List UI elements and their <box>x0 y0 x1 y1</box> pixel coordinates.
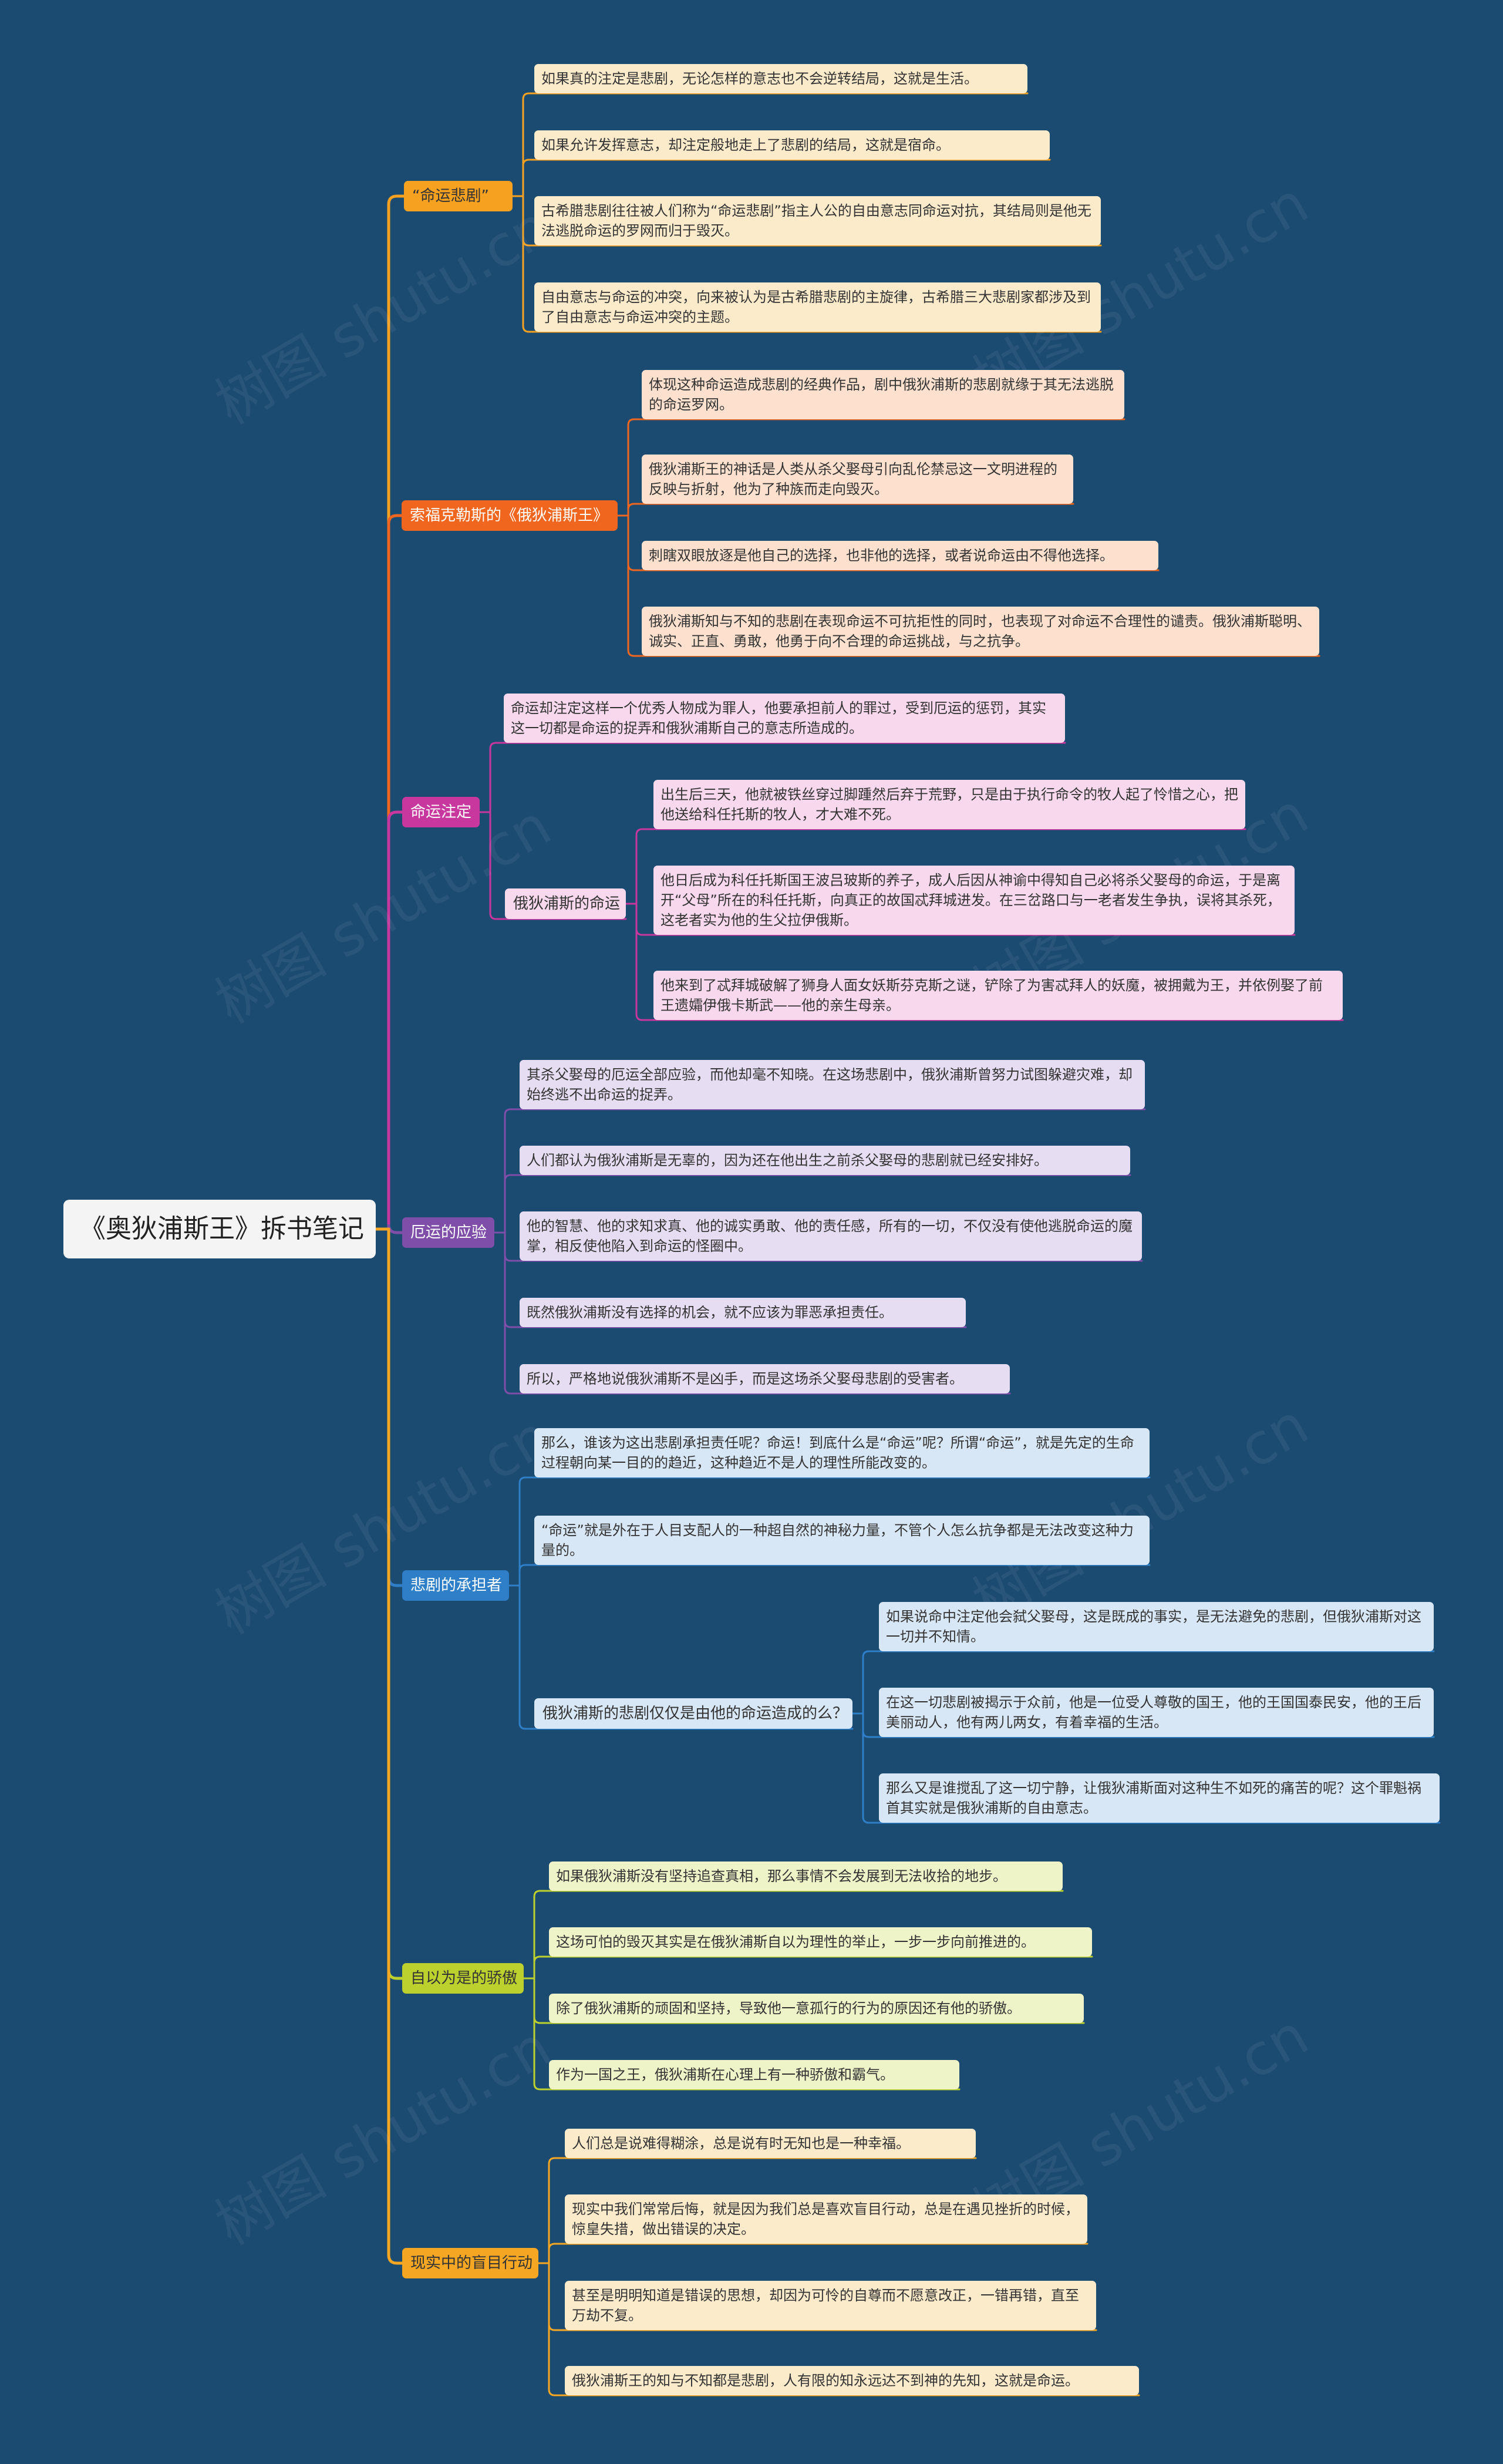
leaf-note[interactable]: 如果允许发挥意志，却注定般地走上了悲剧的结局，这就是宿命。 <box>534 130 1050 160</box>
leaf-note[interactable]: 俄狄浦斯知与不知的悲剧在表现命运不可抗拒性的同时，也表现了对命运不合理性的谴责。… <box>642 607 1319 656</box>
branch-topic[interactable]: 厄运的应验 <box>402 1217 494 1248</box>
leaf-note[interactable]: 除了俄狄浦斯的顽固和坚持，导致他一意孤行的行为的原因还有他的骄傲。 <box>549 1994 1084 2023</box>
connector-line <box>522 92 535 100</box>
connector-line <box>533 2016 550 2024</box>
connector-line <box>387 810 404 1231</box>
connector-line <box>522 238 535 247</box>
leaf-note[interactable]: 甚至是明明知道是错误的思想，却因为可怜的自尊而不愿意改正，一错再错，直至万劫不复… <box>565 2281 1096 2330</box>
connector-line <box>627 563 643 571</box>
connector-line <box>533 1955 550 1964</box>
leaf-note[interactable]: 所以，严格地说俄狄浦斯不是凶手，而是这场杀父娶母悲剧的受害者。 <box>520 1364 1010 1393</box>
connector-line <box>489 912 506 920</box>
leaf-note[interactable]: 在这一切悲剧被揭示于众前，他是一位受人尊敬的国王，他的王国国泰民安，他的王后美丽… <box>879 1688 1434 1737</box>
branch-topic[interactable]: “命运悲剧” <box>404 181 513 211</box>
connector-line <box>387 1224 404 1234</box>
leaf-note[interactable]: 这场可怕的毁灭其实是在俄狄浦斯自以为理性的举止，一步一步向前推进的。 <box>549 1927 1092 1957</box>
leaf-note[interactable]: 现实中我们常常后悔，就是因为我们总是喜欢盲目行动，总是在遇见挫折的时候，惊皇失措… <box>565 2194 1087 2244</box>
leaf-note[interactable]: 如果说命中注定他会弑父娶母，这是既成的事实，是无法避免的悲剧，但俄狄浦斯对这一切… <box>879 1602 1434 1651</box>
leaf-note[interactable]: 那么，谁该为这出悲剧承担责任呢？命运！到底什么是“命运”呢？所谓“命运”，就是先… <box>534 1428 1150 1477</box>
leaf-note[interactable]: 如果真的注定是悲剧，无论怎样的意志也不会逆转结局，这就是生活。 <box>534 64 1027 93</box>
branch-topic[interactable]: 悲剧的承担者 <box>402 1570 509 1601</box>
connector-line <box>627 649 643 657</box>
leaf-note[interactable]: 古希腊悲剧往往被人们称为“命运悲剧”指主人公的自由意志同命运对抗，其结局则是他无… <box>534 196 1101 245</box>
connector-line <box>635 928 655 936</box>
connector-line <box>548 2388 566 2396</box>
leaf-note[interactable]: 自由意志与命运的冲突，向来被认为是古希腊悲剧的主旋律，古希腊三大悲剧家都涉及到了… <box>534 282 1101 332</box>
leaf-note[interactable]: 作为一国之王，俄狄浦斯在心理上有一种骄傲和霸气。 <box>549 2060 959 2089</box>
connector-line <box>522 159 535 167</box>
connector-line <box>504 1320 521 1328</box>
connector-line <box>533 2082 550 2091</box>
leaf-note[interactable]: 俄狄浦斯王的知与不知都是悲剧，人有限的知永远达不到神的先知，这就是命运。 <box>565 2366 1139 2395</box>
connector-line <box>635 828 655 836</box>
connector-line <box>862 1730 880 1738</box>
leaf-note[interactable]: 既然俄狄浦斯没有选择的机会，就不应该为罪恶承担责任。 <box>520 1298 966 1327</box>
sub-topic[interactable]: 俄狄浦斯的悲剧仅仅是由他的命运造成的么？ <box>534 1698 852 1729</box>
leaf-note[interactable]: 人们总是说难得糊涂，总是说有时无知也是一种幸福。 <box>565 2129 976 2158</box>
leaf-note[interactable]: 体现这种命运造成悲剧的经典作品，剧中俄狄浦斯的悲剧就缘于其无法逃脱的命运罗网。 <box>642 370 1124 419</box>
branch-topic[interactable]: 索福克勒斯的《俄狄浦斯王》 <box>402 500 618 531</box>
connector-line <box>504 1254 521 1262</box>
leaf-note[interactable]: 他的智慧、他的求知求真、他的诚实勇敢、他的责任感，所有的一切，不仅没有使他逃脱命… <box>520 1211 1142 1261</box>
connector-line <box>387 1227 404 1980</box>
leaf-note[interactable]: 俄狄浦斯王的神话是人类从杀父娶母引向乱伦禁忌这一文明进程的反映与折射，他为了种族… <box>642 455 1073 504</box>
connector-line <box>504 1174 521 1182</box>
connector-line <box>548 2323 566 2331</box>
root-topic[interactable]: 《奥狄浦斯王》拆书笔记 <box>63 1200 376 1258</box>
connector-line <box>518 1722 535 1730</box>
leaf-note[interactable]: 他来到了忒拜城破解了狮身人面女妖斯芬克斯之谜，铲除了为害忒拜人的妖魔，被拥戴为王… <box>653 971 1343 1020</box>
connector-line <box>862 1650 880 1658</box>
leaf-note[interactable]: 他日后成为科任托斯国王波吕玻斯的养子，成人后因从神谕中得知自己必将杀父娶母的命运… <box>653 866 1295 935</box>
leaf-note[interactable]: 刺瞎双眼放逐是他自己的选择，也非他的选择，或者说命运由不得他选择。 <box>642 541 1158 570</box>
connector-line <box>548 2243 566 2251</box>
connector-line <box>862 1816 880 1824</box>
branch-topic[interactable]: 命运注定 <box>402 797 480 827</box>
connector-line <box>533 1890 550 1898</box>
leaf-note[interactable]: 如果俄狄浦斯没有坚持追查真相，那么事情不会发展到无法收拾的地步。 <box>549 1862 1063 1891</box>
connector-line <box>627 503 643 511</box>
connector-line <box>635 1013 655 1021</box>
connector-line <box>489 742 505 750</box>
connector-line <box>387 514 403 1231</box>
leaf-note[interactable]: 出生后三天，他就被铁丝穿过脚踵然后弃于荒野，只是由于执行命令的牧人起了怜惜之心，… <box>653 780 1245 829</box>
leaf-note[interactable]: 其杀父娶母的厄运全部应验，而他却毫不知晓。在这场悲剧中，俄狄浦斯曾努力试图躲避灾… <box>520 1060 1145 1109</box>
leaf-note[interactable]: 人们都认为俄狄浦斯是无辜的，因为还在他出生之前杀父娶母的悲剧就已经安排好。 <box>520 1146 1130 1175</box>
connector-line <box>627 418 643 426</box>
connector-line <box>387 1227 404 1587</box>
connector-line <box>504 1108 521 1116</box>
connector-line <box>518 1476 535 1485</box>
connector-line <box>387 194 406 1231</box>
connector-line <box>387 1227 404 2265</box>
branch-topic[interactable]: 自以为是的骄傲 <box>402 1963 524 1994</box>
connector-line <box>518 1564 535 1572</box>
leaf-note[interactable]: “命运”就是外在于人目支配人的一种超自然的神秘力量，不管个人怎么抗争都是无法改变… <box>534 1516 1150 1565</box>
leaf-note[interactable]: 命运却注定这样一个优秀人物成为罪人，他要承担前人的罪过，受到厄运的惩罚，其实这一… <box>504 694 1065 743</box>
connector-line <box>548 2157 566 2165</box>
leaf-note[interactable]: 那么又是谁搅乱了这一切宁静，让俄狄浦斯面对这种生不如死的痛苦的呢？这个罪魁祸首其… <box>879 1773 1440 1823</box>
connector-line <box>504 1386 521 1395</box>
sub-topic[interactable]: 俄狄浦斯的命运 <box>505 888 626 919</box>
connector-line <box>522 325 535 333</box>
branch-topic[interactable]: 现实中的盲目行动 <box>402 2248 538 2278</box>
